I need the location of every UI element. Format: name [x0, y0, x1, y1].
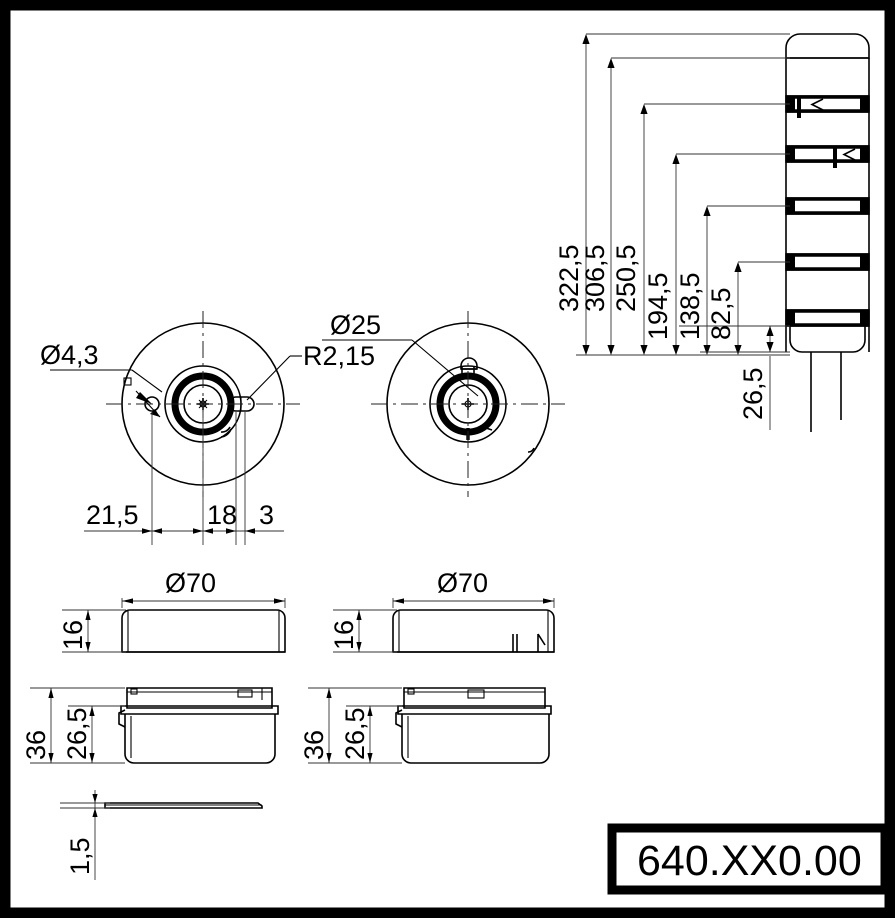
dim-322-5: 322,5 [554, 244, 584, 312]
tower-band-4 [785, 253, 870, 271]
dim-36-left: 36 [21, 730, 51, 760]
leader-dia-4-3 [50, 369, 163, 418]
view-housing-profile-right: 36 26,5 [299, 687, 552, 764]
label-r2-15: R2,15 [303, 341, 375, 371]
dim-250-5: 250,5 [611, 244, 641, 312]
view-cap-profile-right: Ø70 16 [329, 568, 555, 653]
dim-16-left: 16 [58, 620, 88, 650]
dim-18: 18 [207, 500, 237, 530]
tower-dimension-labels: 322,5 306,5 250,5 194,5 138,5 82,5 26,5 [554, 244, 768, 420]
dim-26-5-left: 26,5 [62, 707, 92, 760]
title-block: 640.XX0.00 [607, 823, 890, 895]
dim-306-5: 306,5 [580, 244, 610, 312]
dim-dia-70-right: Ø70 [437, 568, 488, 598]
tower-band-3 [785, 197, 870, 215]
title-block-part-number: 640.XX0.00 [637, 837, 862, 885]
view-base-plate-top: Ø4,3 R2,15 [40, 311, 375, 545]
label-dia-4-3: Ø4,3 [40, 340, 99, 370]
dim-36-right: 36 [299, 730, 329, 760]
base-plate-linear-dims [84, 412, 284, 545]
tower-dimension-stack [576, 33, 790, 430]
tower-cables [810, 352, 842, 432]
view-cap-top: Ø25 [322, 310, 565, 497]
dim-21-5: 21,5 [86, 500, 139, 530]
view-housing-profile-left: 36 26,5 [21, 687, 279, 764]
tower-band-5 [785, 309, 870, 327]
dim-16-right: 16 [329, 620, 359, 650]
view-signal-tower-elevation [785, 33, 870, 432]
dim-26-5-tower: 26,5 [738, 367, 768, 420]
dim-138-5: 138,5 [675, 272, 705, 340]
tower-band-1 [785, 95, 870, 118]
dim-3: 3 [259, 500, 274, 530]
dim-26-5-right: 26,5 [340, 707, 370, 760]
dim-194-5: 194,5 [643, 272, 673, 340]
view-cap-profile-left: Ø70 16 [58, 568, 286, 653]
view-gasket-profile: 1,5 [60, 790, 263, 880]
label-dia-25: Ø25 [330, 310, 381, 340]
dim-1-5: 1,5 [65, 837, 95, 875]
tower-band-2 [785, 145, 870, 168]
tower-base [789, 326, 866, 353]
leader-dia-25 [322, 339, 479, 397]
dim-dia-70-left: Ø70 [165, 568, 216, 598]
leader-r2-15 [246, 355, 302, 401]
dim-82-5: 82,5 [706, 287, 736, 340]
